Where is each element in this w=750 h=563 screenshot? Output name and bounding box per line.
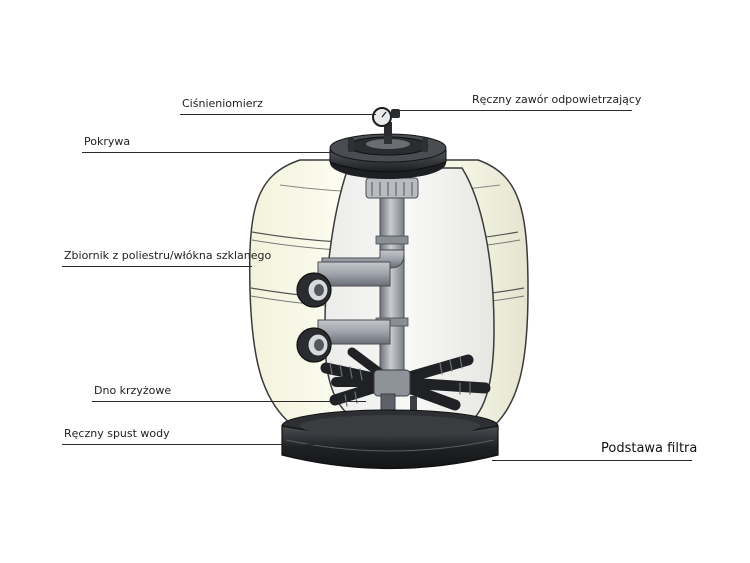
pressure-gauge xyxy=(372,107,400,136)
lower-side-port xyxy=(296,319,391,363)
lid xyxy=(329,133,447,179)
lateral-underdrain xyxy=(320,347,491,411)
label-base: Podstawa filtra xyxy=(601,441,698,456)
leader-line-air-valve xyxy=(396,110,632,111)
central-pipe xyxy=(365,177,419,392)
leader-line-lateral-underdrain xyxy=(92,401,366,402)
label-air-valve: Ręczny zawór odpowietrzający xyxy=(472,93,642,106)
leader-line-tank xyxy=(62,266,252,267)
leader-line-pressure-gauge xyxy=(180,114,376,115)
leader-line-drain xyxy=(62,444,412,445)
label-lid: Pokrywa xyxy=(84,135,131,148)
leader-line-lid xyxy=(82,152,332,153)
label-tank: Zbiornik z poliestru/włókna szklanego xyxy=(64,249,272,262)
filter-base xyxy=(281,409,499,470)
upper-side-port xyxy=(296,249,405,308)
label-lateral-underdrain: Dno krzyżowe xyxy=(94,384,172,397)
leader-line-base xyxy=(492,460,692,461)
label-pressure-gauge: Ciśnieniomierz xyxy=(182,97,263,110)
label-drain: Ręczny spust wody xyxy=(64,427,170,440)
